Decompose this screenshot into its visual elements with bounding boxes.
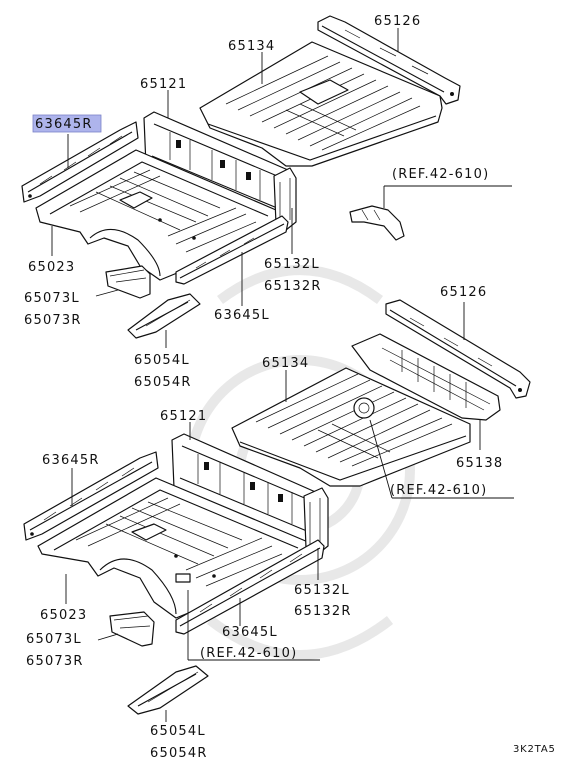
label-65132R-top: 65132R [264,279,322,294]
ref-bracket-top[interactable] [349,205,405,241]
label-65132R-bottom: 65132R [294,604,352,619]
label-65121-top: 65121 [140,77,187,92]
label-65132L-bottom: 65132L [294,583,350,598]
part-65126-top[interactable] [317,15,461,105]
label-63645L-top: 63645L [214,308,270,323]
label-65023-bottom: 65023 [40,608,87,623]
label-65073L-top: 65073L [24,291,80,306]
label-63645R-top[interactable]: 63645R [35,117,93,132]
label-65054L-top: 65054L [134,353,190,368]
label-65132L-top: 65132L [264,257,320,272]
part-65054-top[interactable] [127,293,201,339]
label-ref-top: (REF.42-610) [392,167,489,182]
label-65054R-bottom: 65054R [150,746,208,761]
part-63645R-bottom[interactable] [23,451,159,541]
part-65023-top[interactable] [35,149,283,281]
part-65073-bottom[interactable] [109,611,155,647]
part-65134-top[interactable] [199,41,443,167]
label-65054L-bottom: 65054L [150,724,206,739]
leader-lines-top [51,28,512,348]
part-65138-bottom[interactable] [351,333,501,421]
part-63645L-top[interactable] [175,215,289,285]
label-63645R-bottom: 63645R [42,453,100,468]
part-63645R-top[interactable] [21,121,139,203]
bottom-assembly: 65126 65134 65138 65121 63645R 65023 650… [23,285,531,761]
label-65054R-top: 65054R [134,375,192,390]
label-65134-bottom: 65134 [262,356,309,371]
labels-top: 65126 65134 65121 63645R 65023 65073L 65… [24,14,489,390]
highlight-63645R [32,114,102,133]
leader-lines-bottom [65,302,514,722]
label-65073L-bottom: 65073L [26,632,82,647]
label-65121-bottom: 65121 [160,409,207,424]
diagram-code: 3K2TA5 [513,744,556,755]
labels-bottom: 65126 65134 65138 65121 63645R 65023 650… [26,285,503,761]
label-65126-top: 65126 [374,14,421,29]
label-65126-bottom: 65126 [440,285,487,300]
label-65073R-top: 65073R [24,313,82,328]
label-65138-bottom: 65138 [456,456,503,471]
part-63645L-bottom[interactable] [175,539,325,635]
part-65054-bottom[interactable] [127,665,209,715]
top-assembly: 65126 65134 65121 63645R 65023 65073L 65… [21,14,512,390]
label-ref-lower-bottom: (REF.42-610) [200,646,297,661]
label-63645L-bottom: 63645L [222,625,278,640]
label-65073R-bottom: 65073R [26,654,84,669]
label-ref-upper-bottom: (REF.42-610) [390,483,487,498]
label-65023-top: 65023 [28,260,75,275]
part-65073-top[interactable] [105,265,151,299]
part-65126-bottom[interactable] [385,299,531,399]
part-65134-bottom[interactable] [231,367,471,487]
label-65134-top: 65134 [228,39,275,54]
